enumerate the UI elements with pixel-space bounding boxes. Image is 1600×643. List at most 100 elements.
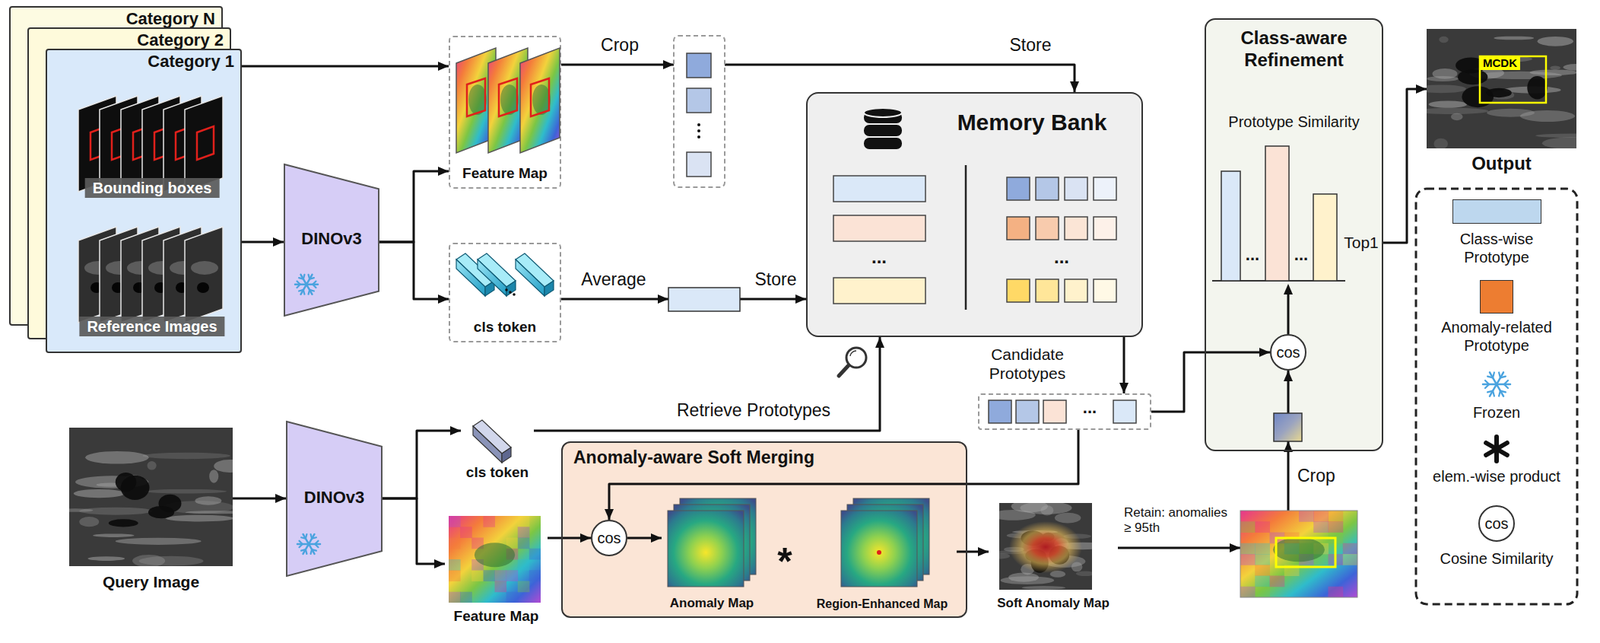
ultrasound-cyst	[148, 505, 175, 518]
feature-blob	[1273, 536, 1325, 562]
ultrasound-cyst	[108, 518, 139, 527]
node-text: Soft Anomaly Map	[996, 595, 1110, 611]
legend-swatch	[1479, 279, 1514, 314]
feature-cell	[517, 537, 531, 550]
free-label: ...	[1053, 246, 1070, 269]
snowflake-arm	[303, 533, 310, 544]
ultrasound-echo	[213, 459, 233, 473]
feature-cell	[495, 569, 508, 581]
bounding-box	[196, 126, 214, 160]
node-text: Anomaly-aware Soft Merging	[573, 447, 815, 469]
snowflake-arm	[306, 284, 313, 295]
feature-cell	[517, 515, 531, 527]
prototype-square	[1006, 279, 1030, 302]
ultrasound-echo	[1076, 570, 1093, 576]
node-text: DINOv3	[304, 487, 365, 508]
feature-map-bg	[1240, 510, 1358, 597]
ultrasound-echo	[1433, 138, 1448, 149]
token-box: cls token	[460, 410, 534, 483]
snowflake-branch	[297, 281, 301, 285]
ellipsis-dot	[697, 129, 701, 133]
prototype-bar	[833, 175, 926, 202]
ultrasound-echo	[147, 460, 157, 470]
snowflake-branch	[1492, 371, 1495, 378]
image-texture	[196, 282, 210, 293]
ultrasound-echo	[1549, 66, 1561, 70]
illustration	[979, 394, 1150, 429]
connector	[382, 430, 461, 499]
token-front	[515, 259, 545, 296]
prototype-square	[1064, 216, 1088, 240]
token-end	[501, 447, 512, 463]
feature-cell	[471, 569, 484, 581]
connector	[1151, 352, 1270, 412]
illustration	[988, 498, 1118, 613]
ultrasound-echo	[1535, 133, 1577, 138]
free-label: ...	[1082, 397, 1097, 418]
connector	[232, 497, 286, 500]
free-label: MCDK	[1479, 56, 1521, 70]
ultrasound-echo	[1426, 107, 1489, 115]
feature-cell	[482, 515, 496, 527]
feature-cell	[460, 526, 473, 538]
node-text: Category 2	[136, 30, 224, 51]
ultrasound-echo	[999, 552, 1010, 559]
free-label: cos	[1484, 514, 1508, 533]
prototype-square	[686, 53, 712, 78]
node-text: cos	[1271, 335, 1305, 369]
asterisk-icon	[1485, 436, 1508, 461]
connector	[956, 550, 989, 553]
illustration	[69, 427, 233, 591]
feature-cell	[1342, 542, 1358, 555]
detection-box	[1479, 56, 1547, 103]
legend-text: Anomaly-related Prototype	[1424, 317, 1569, 355]
feature-map-box: Feature Map	[448, 35, 562, 189]
snowflake-branch	[305, 533, 308, 539]
similarity-bar	[1313, 193, 1337, 281]
ultrasound-cyst	[1485, 88, 1512, 98]
feature-cell	[529, 569, 541, 581]
prototype-square	[1006, 177, 1030, 200]
ultrasound-cyst	[115, 472, 137, 492]
illustration	[807, 498, 957, 613]
node-text: Anomaly Map	[669, 595, 755, 611]
arrowhead	[1229, 542, 1241, 553]
image-card	[184, 226, 223, 323]
feature-cell	[506, 591, 519, 603]
bounding-box	[466, 78, 486, 117]
free-label: ...	[1245, 244, 1260, 265]
node-text: cls token	[466, 463, 529, 482]
ultrasound-bg	[69, 427, 233, 566]
node-text: cls token	[473, 318, 537, 337]
legend-text: Cosine Similarity	[1418, 549, 1575, 568]
connector	[1383, 88, 1427, 243]
bounding-box	[530, 78, 550, 117]
query-image: Query Image	[69, 427, 233, 591]
ultrasound-echo	[1542, 136, 1577, 149]
edge-label: Retrieve Prototypes	[676, 400, 831, 422]
feature-cell	[1254, 575, 1270, 588]
node-text: Query Image	[102, 571, 200, 591]
free-label: Store	[1009, 34, 1052, 57]
database-top	[863, 107, 902, 118]
feature-cell	[1240, 520, 1256, 533]
arrowhead	[657, 294, 669, 304]
ultrasound-echo	[1432, 68, 1458, 80]
feature-cell	[506, 569, 519, 581]
ultrasound-echo	[144, 488, 227, 494]
illustration	[661, 498, 762, 613]
score-arrow	[1287, 293, 1290, 334]
prototype-square	[686, 152, 712, 177]
anomaly-peak	[876, 549, 882, 555]
ultrasound-echo	[209, 469, 219, 483]
ultrasound-echo	[165, 514, 233, 522]
prototype-square	[1064, 177, 1088, 200]
free-label: Store	[755, 269, 797, 291]
feature-blob	[474, 542, 515, 567]
ultrasound-echo	[1537, 36, 1574, 47]
feature-cell	[448, 558, 461, 571]
node-text: Class-aware Refinement	[1206, 27, 1382, 72]
ultrasound-echo	[1428, 100, 1468, 108]
feature-cell	[1240, 553, 1256, 566]
